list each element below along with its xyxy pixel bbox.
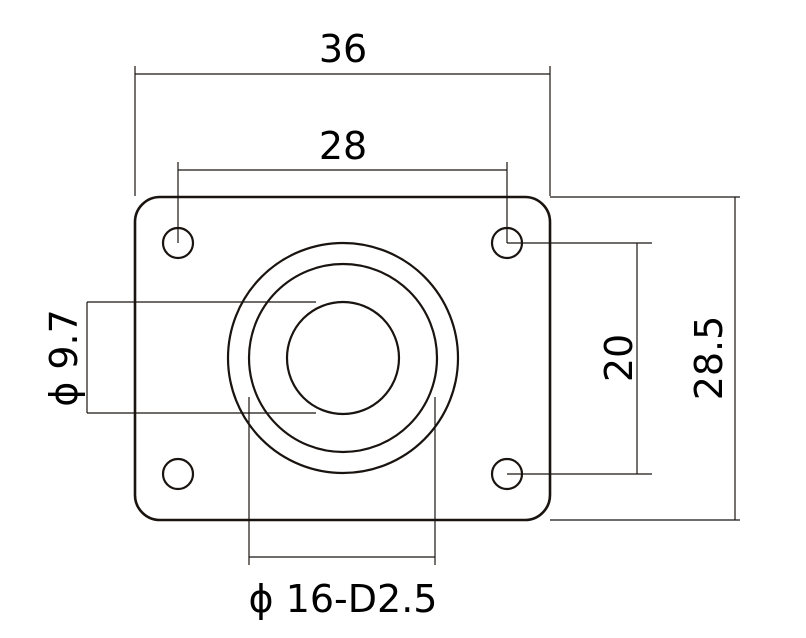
plate-outline bbox=[133, 195, 552, 522]
dimension-overall-width: 36 bbox=[134, 27, 551, 196]
dimension-inner-diameter: ϕ 9.7 bbox=[42, 301, 316, 414]
dimension-text-outer-diameter-depth: ϕ 16-D2.5 bbox=[249, 577, 438, 621]
dimension-text-overall-height: 28.5 bbox=[687, 316, 731, 401]
dimension-overall-height: 28.5 bbox=[550, 196, 740, 521]
dimension-hole-spacing-vertical: 20 bbox=[507, 242, 652, 475]
inner-bore bbox=[285, 300, 401, 416]
middle-ring bbox=[247, 262, 439, 454]
outer-ring bbox=[226, 241, 460, 475]
dimension-text-hole-spacing-vertical: 20 bbox=[597, 334, 641, 382]
dimension-hole-spacing-horizontal: 28 bbox=[177, 124, 508, 243]
dimension-text-inner-diameter: ϕ 9.7 bbox=[42, 309, 86, 407]
dimension-text-overall-width: 36 bbox=[319, 27, 367, 71]
mounting-hole-bottom-left bbox=[161, 457, 195, 491]
dimension-text-hole-spacing-horizontal: 28 bbox=[319, 124, 367, 168]
dimension-outer-diameter-depth: ϕ 16-D2.5 bbox=[248, 397, 438, 621]
